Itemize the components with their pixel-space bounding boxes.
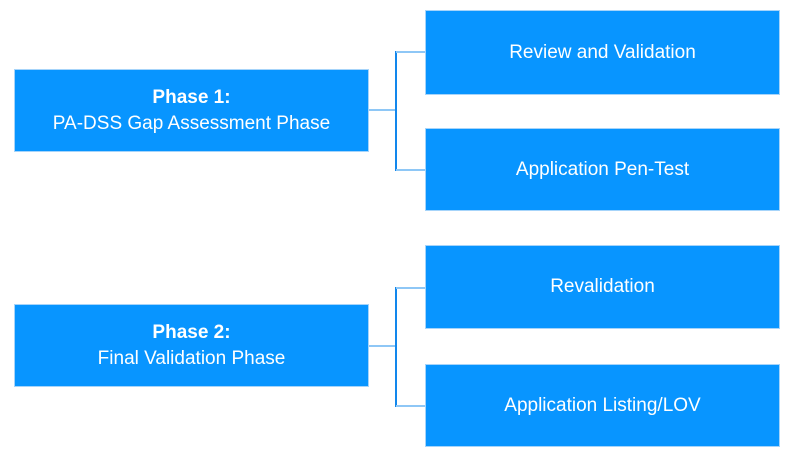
- phase-2-connector-trunk: [369, 345, 396, 347]
- phase-1-box: Phase 1: PA-DSS Gap Assessment Phase: [14, 69, 369, 152]
- step-box-application-listing-lov: Application Listing/LOV: [425, 364, 780, 447]
- step-box-review-and-validation: Review and Validation: [425, 10, 780, 95]
- phase-2-subtitle: Final Validation Phase: [97, 347, 286, 369]
- phase-1-title: Phase 1:: [152, 86, 231, 108]
- phase-1-subtitle: PA-DSS Gap Assessment Phase: [52, 112, 331, 134]
- phase-2-connector-vertical: [395, 287, 397, 407]
- phase-2-box: Phase 2: Final Validation Phase: [14, 304, 369, 387]
- phase-2-connector-stub-top: [396, 287, 425, 289]
- step-label-application-listing-lov: Application Listing/LOV: [504, 394, 701, 416]
- phase-2-title: Phase 2:: [152, 321, 231, 343]
- phase-2-connector-stub-bottom: [396, 405, 425, 407]
- phase-1-connector-stub-top: [396, 51, 425, 53]
- step-label-review-and-validation: Review and Validation: [509, 41, 696, 63]
- step-box-revalidation: Revalidation: [425, 245, 780, 329]
- step-label-application-pen-test: Application Pen-Test: [515, 158, 690, 180]
- phase-1-connector-stub-bottom: [396, 169, 425, 171]
- phase-1-connector-vertical: [395, 51, 397, 171]
- phase-1-connector-trunk: [369, 109, 396, 111]
- step-label-revalidation: Revalidation: [550, 276, 655, 297]
- step-box-application-pen-test: Application Pen-Test: [425, 128, 780, 211]
